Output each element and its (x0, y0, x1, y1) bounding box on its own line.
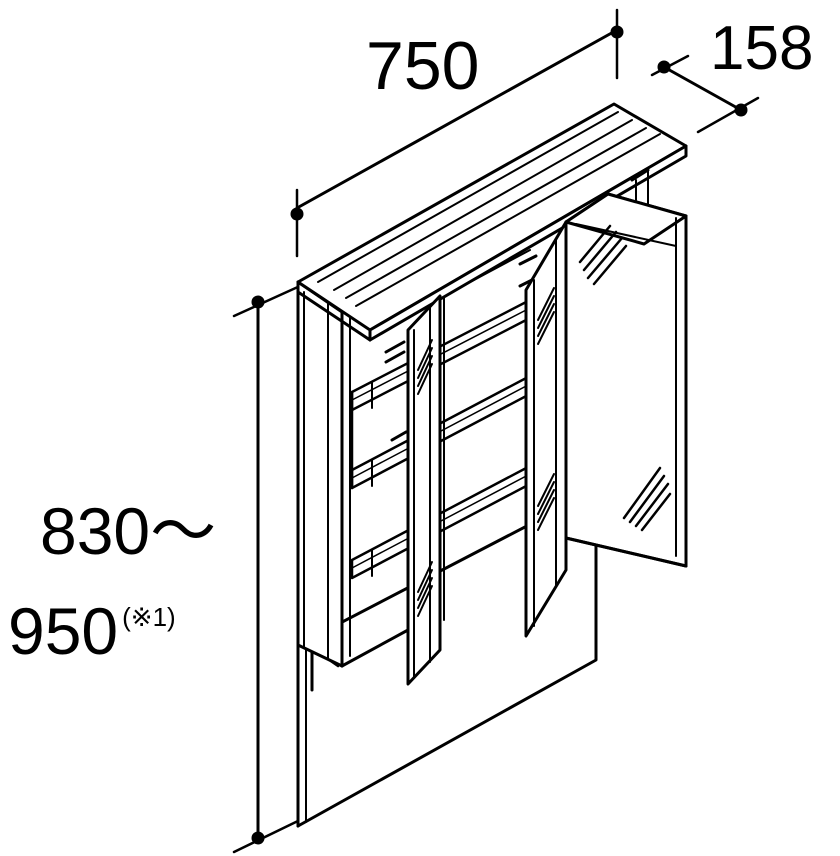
height-footnote-mark: (※1) (122, 602, 176, 632)
wall-panel (296, 488, 598, 828)
left-door-reflection-lower (417, 561, 433, 617)
right-door-reflection-upper (578, 224, 628, 286)
left-mirror-door (406, 294, 442, 686)
shelf-pins (384, 254, 538, 442)
height-max-label: 950(※1) (8, 598, 176, 664)
width-dimension-line (290, 8, 624, 258)
right-door-reflection-lower (622, 466, 672, 532)
height-dimension-line (232, 284, 302, 854)
middle-door-reflection-lower (537, 473, 555, 531)
width-dimension-label: 750 (366, 28, 480, 104)
depth-dimension-label: 158 (710, 14, 814, 83)
height-min-label: 830〜 (40, 494, 217, 568)
depth-dimension-line (650, 54, 760, 134)
right-mirror-door (564, 192, 688, 568)
left-door-reflection-upper (417, 339, 433, 395)
middle-mirror-door (524, 220, 568, 638)
middle-door-reflection-upper (537, 287, 555, 345)
height-max-value: 950 (8, 594, 119, 668)
